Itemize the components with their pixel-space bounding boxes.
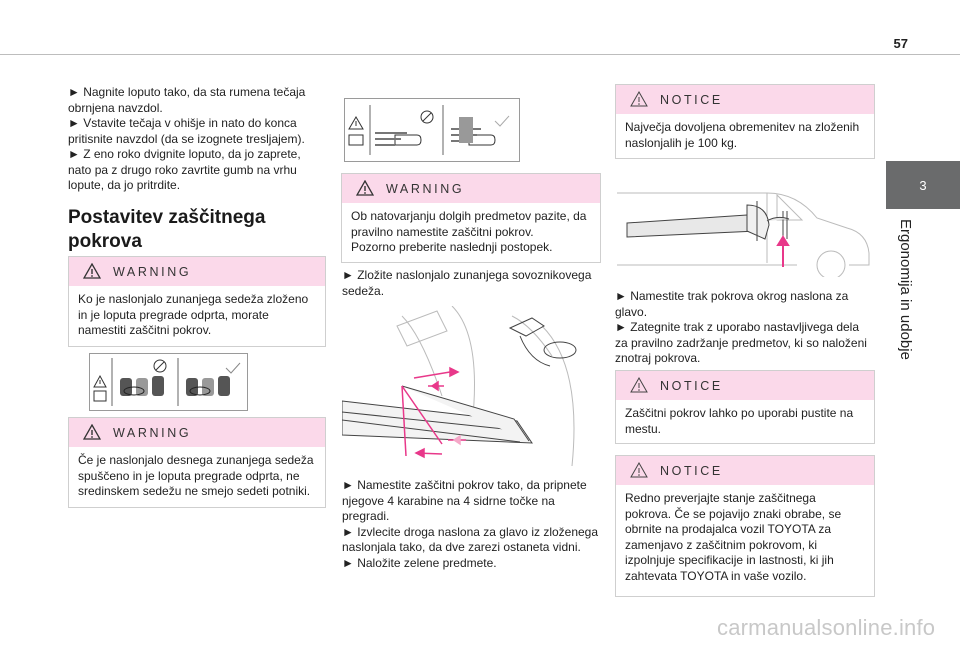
warning-text: Ko je naslonjalo zunanjega sedeža zložen…: [78, 292, 309, 337]
warning-label: WARNING: [113, 265, 192, 279]
section-heading: Postavitev zaščitnega pokrova: [68, 207, 266, 252]
intro-text: ► Nagnite loputo tako, da sta rumena teč…: [68, 85, 306, 192]
notice-icon: [630, 377, 648, 393]
warning-text: Če je naslonjalo desnega zunanjega sedež…: [78, 453, 314, 498]
notice-text: Zaščitni pokrov lahko po uporabi pustite…: [625, 406, 854, 436]
notice-icon: [630, 462, 648, 478]
warning-label: WARNING: [386, 182, 465, 196]
warning-icon: [356, 180, 374, 196]
notice-box-2: NOTICE Zaščitni pokrov lahko po uporabi …: [615, 370, 875, 444]
top-rule: [0, 54, 960, 55]
step-text-1: ► Zložite naslonjalo zunanjega sovozniko…: [342, 268, 592, 298]
warning-label: WARNING: [113, 426, 192, 440]
van-illustration: [617, 181, 873, 280]
seat-illustration-1: [89, 353, 248, 411]
notice-text: Redno preverjajte stanje zaščitnega pokr…: [625, 491, 842, 583]
notice-label: NOTICE: [660, 379, 723, 393]
warning-icon: [83, 263, 101, 279]
warning-text: Ob natovarjanju dolgih predmetov pazite,…: [351, 209, 587, 239]
steps-text-col3: ► Namestite trak pokrova okrog naslona z…: [615, 289, 867, 365]
notice-box-1: NOTICE Največja dovoljena obremenitev na…: [615, 84, 875, 159]
chapter-tab[interactable]: 3: [886, 161, 960, 209]
notice-label: NOTICE: [660, 464, 723, 478]
steps-text: ► Namestite zaščitni pokrov tako, da pri…: [342, 478, 599, 570]
watermark: carmanualsonline.info: [717, 615, 936, 640]
notice-text: Največja dovoljena obremenitev na zložen…: [625, 120, 860, 150]
cover-installation-illustration: [341, 305, 600, 467]
notice-label: NOTICE: [660, 93, 723, 107]
cargo-illustration: [344, 98, 520, 162]
warning-box-3: WARNING Ob natovarjanju dolgih predmetov…: [341, 173, 601, 263]
notice-icon: [630, 91, 648, 107]
warning-box-1: WARNING Ko je naslonjalo zunanjega sedež…: [68, 256, 326, 347]
warning-box-2: WARNING Če je naslonjalo desnega zunanje…: [68, 417, 326, 508]
chapter-title: Ergonomija in udobje: [897, 219, 914, 360]
warning-text-2: Pozorno preberite naslednji postopek.: [351, 240, 553, 254]
warning-icon: [83, 424, 101, 440]
notice-box-3: NOTICE Redno preverjajte stanje zaščitne…: [615, 455, 875, 597]
page-number: 57: [893, 36, 908, 51]
